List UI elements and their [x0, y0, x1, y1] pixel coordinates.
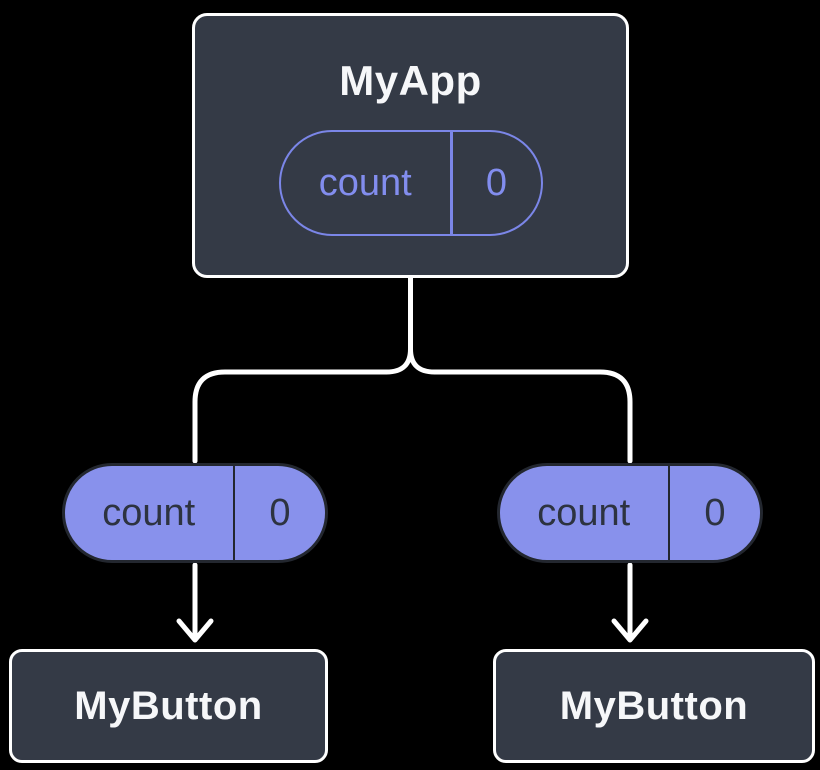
pill-divider — [232, 466, 235, 560]
prop-value-label: 0 — [704, 491, 726, 534]
pill-divider — [667, 466, 670, 560]
prop-name-label: count — [102, 491, 196, 534]
prop-pill-right: count 0 — [497, 463, 763, 563]
child-component-title: MyButton — [559, 683, 749, 728]
state-value-label: 0 — [485, 161, 508, 204]
prop-value-label: 0 — [269, 491, 291, 534]
pill-divider — [450, 132, 453, 234]
prop-pill-left: count 0 — [62, 463, 328, 563]
child-component-title: MyButton — [74, 683, 263, 728]
root-component-title: MyApp — [339, 57, 482, 104]
connector-root-to-right-prop — [408, 273, 633, 464]
child-component-node-left: MyButton — [9, 649, 328, 763]
child-component-node-right: MyButton — [493, 649, 815, 763]
arrow-down-icon — [611, 618, 649, 643]
root-component-node: MyApp count 0 — [192, 13, 629, 278]
prop-name-label: count — [537, 491, 631, 534]
root-state-pill: count 0 — [278, 130, 543, 236]
connector-root-to-left-prop — [192, 273, 413, 464]
arrow-down-icon — [176, 618, 214, 643]
state-name-label: count — [318, 161, 412, 204]
